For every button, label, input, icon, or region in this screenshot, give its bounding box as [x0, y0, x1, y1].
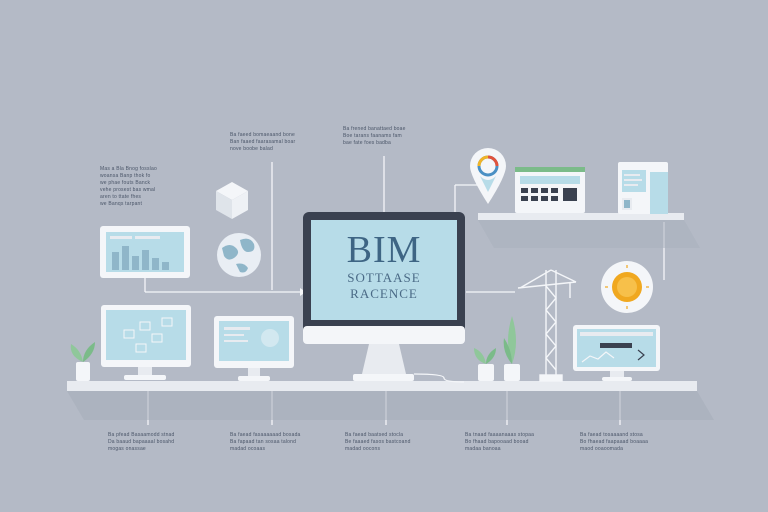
upper-shelf [478, 213, 700, 248]
document-icon [618, 162, 668, 214]
monitor-title: BIM [346, 229, 422, 271]
crane-icon [517, 269, 577, 382]
note-bottom-1: Ba pfead Basaamodd stnad Da baaud bapaaa… [108, 432, 175, 452]
note-bottom-3: Ba faead baatsed stocla Be faaaed fasos … [345, 432, 411, 452]
keyboard-icon [515, 167, 585, 213]
monitor-subtitle-line-1: SOTTAASE [347, 270, 421, 285]
dashboard-monitor [573, 325, 660, 381]
note-bottom-2: Ba faead fasaaaaaad bosada Ba fapaad tan… [230, 432, 301, 452]
note-top-center-right: Ba frened banattaed boae Boe tarans faan… [343, 126, 406, 146]
note-top-center-left: Ba faeed bomaeaand bone Ban faaed faaras… [230, 132, 296, 152]
main-shelf [67, 381, 714, 420]
left-desk-monitor [101, 305, 191, 380]
note-top-left: Mas a Bla Bnog fosslao woansa Banp thok … [100, 166, 157, 207]
plant-icon [70, 342, 95, 381]
chart-card [100, 226, 190, 278]
location-pin-icon [470, 148, 506, 204]
central-monitor [303, 212, 465, 383]
globe-icon [217, 233, 261, 277]
small-desk-monitor [214, 316, 294, 381]
plant-icon-2 [474, 348, 496, 381]
note-bottom-5: Ba faead tosaaaand stosa Bo fhaead faapa… [580, 432, 649, 452]
plant-icon-3 [503, 316, 520, 381]
cube-icon [216, 182, 248, 219]
sun-dial-icon [601, 261, 653, 313]
note-bottom-4: Ba tnaad faaaanaaas stopaa Bo fhaad bapo… [465, 432, 535, 452]
monitor-subtitle-line-2: RACENCE [350, 286, 418, 301]
